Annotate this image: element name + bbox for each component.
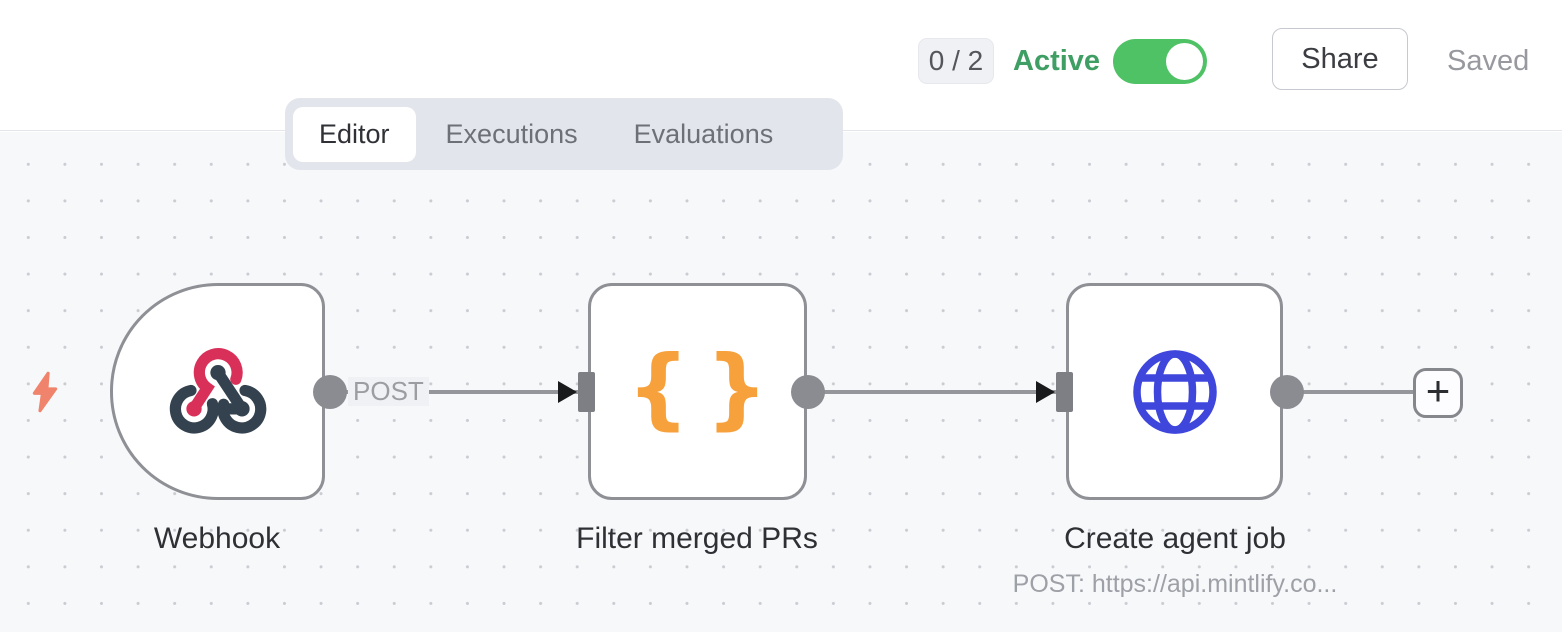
connection-arrow-icon <box>558 381 577 403</box>
node-create-agent-job[interactable] <box>1066 283 1283 500</box>
workflow-canvas[interactable]: POST {} + <box>0 132 1562 632</box>
tab-editor[interactable]: Editor <box>293 106 416 162</box>
connection-filter-create <box>808 390 1056 394</box>
saved-status: Saved <box>1447 44 1530 77</box>
connection-create-plus <box>1287 390 1415 394</box>
issues-count-badge[interactable]: 0 / 2 <box>918 38 994 84</box>
connection-webhook-filter <box>330 390 578 394</box>
create-output-port[interactable] <box>1270 375 1304 409</box>
node-title-webhook: Webhook <box>153 522 281 555</box>
tab-evaluations[interactable]: Evaluations <box>633 118 774 149</box>
share-button[interactable]: Share <box>1272 28 1408 90</box>
add-node-button[interactable]: + <box>1413 368 1463 418</box>
connection-output-label: POST <box>348 377 429 406</box>
code-braces-icon: {} <box>626 335 769 439</box>
connection-arrow-icon <box>1036 381 1055 403</box>
create-input-port[interactable] <box>1056 372 1073 412</box>
view-tabbar: Editor Executions Evaluations <box>285 98 843 170</box>
node-webhook[interactable] <box>110 283 325 500</box>
tab-executions[interactable]: Executions <box>445 118 578 149</box>
webhook-icon <box>169 347 266 434</box>
active-label: Active <box>1013 44 1101 77</box>
node-filter-merged-prs[interactable]: {} <box>588 283 807 500</box>
lightning-bolt-icon <box>32 371 58 413</box>
toggle-knob-icon <box>1166 43 1203 80</box>
filter-input-port[interactable] <box>578 372 595 412</box>
node-subtitle-create: POST: https://api.mintlify.co... <box>1012 570 1338 598</box>
node-title-filter: Filter merged PRs <box>576 522 818 555</box>
node-title-create: Create agent job <box>1064 522 1286 555</box>
globe-icon <box>1132 349 1217 434</box>
filter-output-port[interactable] <box>791 375 825 409</box>
active-toggle[interactable] <box>1113 39 1207 84</box>
webhook-output-port[interactable] <box>313 375 347 409</box>
